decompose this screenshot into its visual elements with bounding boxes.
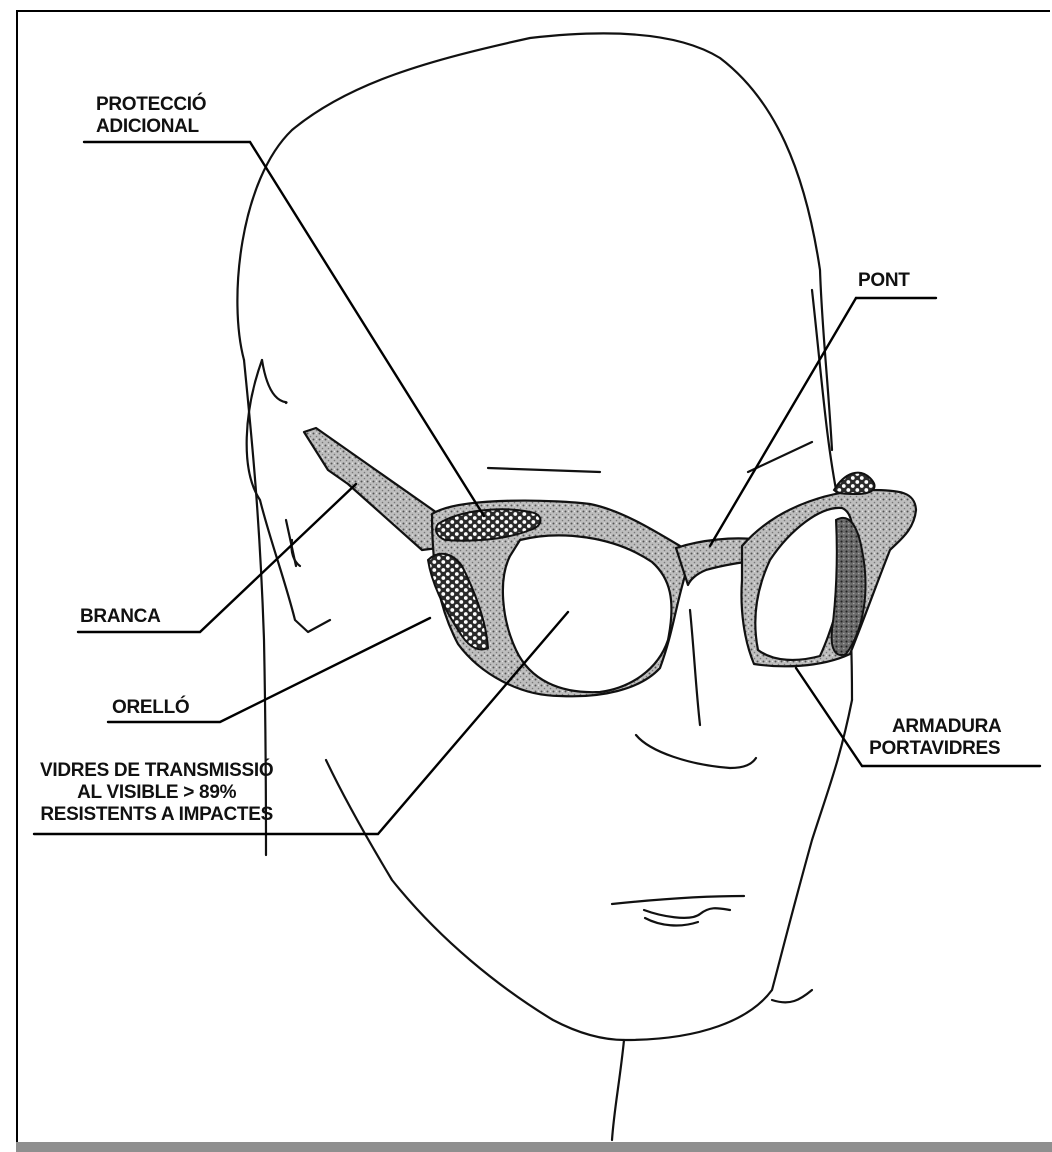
label-orello: ORELLÓ [112, 697, 189, 719]
label-armadura-line1: ARMADURA [892, 716, 1001, 738]
label-branca: BRANCA [80, 606, 161, 628]
temple-arm [304, 428, 440, 550]
label-proteccio: PROTECCIÓ ADICIONAL [96, 94, 206, 138]
label-pont: PONT [858, 270, 910, 292]
safety-glasses [304, 428, 916, 696]
left-lens [503, 535, 672, 692]
label-vidres: VIDRES DE TRANSMISSIÓ AL VISIBLE > 89% R… [40, 760, 273, 826]
ear [247, 360, 330, 632]
leader-lines [34, 142, 1040, 834]
label-armadura-line2: PORTAVIDRES [868, 738, 1001, 760]
right-top-mesh [834, 473, 874, 494]
label-proteccio-line1: PROTECCIÓ [96, 94, 206, 116]
label-armadura: ARMADURA PORTAVIDRES [892, 716, 1001, 760]
label-vidres-line3: RESISTENTS A IMPACTES [40, 804, 273, 826]
label-proteccio-line2: ADICIONAL [96, 116, 206, 138]
label-vidres-line1: VIDRES DE TRANSMISSIÓ [40, 760, 273, 782]
leader-proteccio [84, 142, 484, 516]
label-vidres-line2: AL VISIBLE > 89% [40, 782, 273, 804]
